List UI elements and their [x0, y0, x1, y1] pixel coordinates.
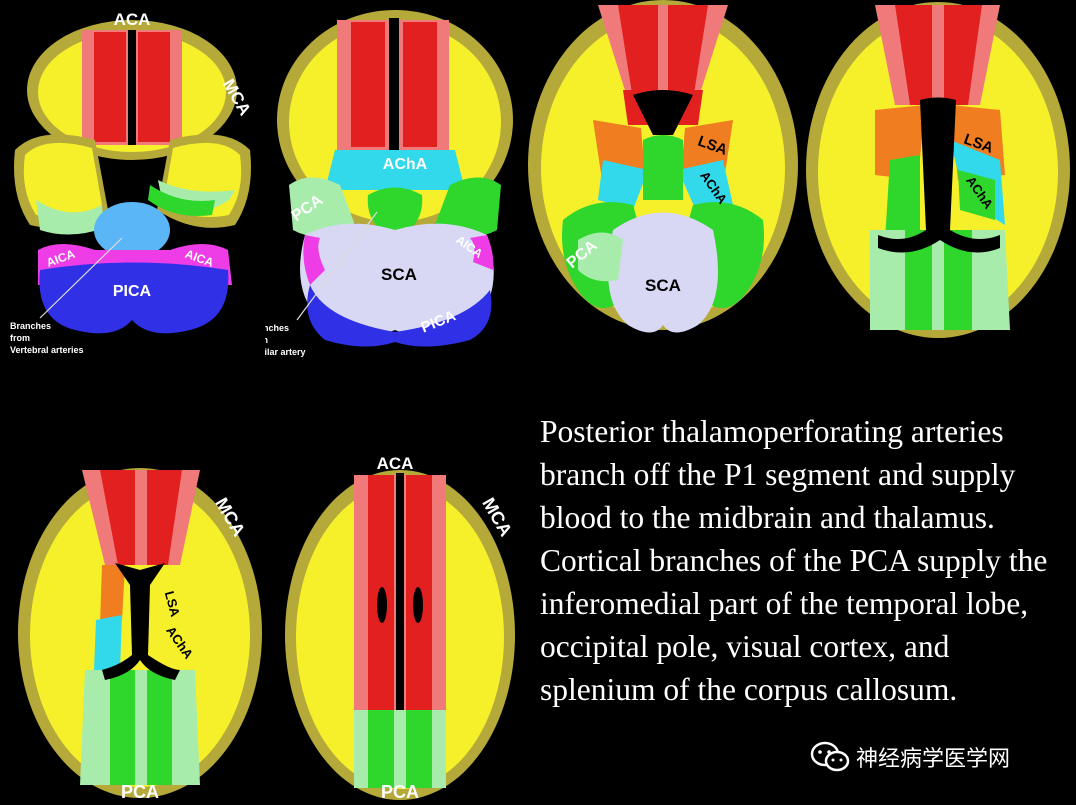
- axial-slice-thalamus-level: LSA AChA: [800, 0, 1076, 350]
- label-lsa: LSA: [162, 589, 183, 619]
- note-line-2: from: [10, 333, 30, 343]
- label-pca: PCA: [381, 782, 419, 802]
- label-aca: ACA: [114, 10, 151, 29]
- label-sca: SCA: [381, 265, 417, 284]
- label-acha: AChA: [383, 156, 428, 173]
- note-line-2: from: [265, 335, 268, 345]
- pointer-line: [39, 237, 123, 319]
- axial-slice-midbrain-level: LSA AChA PCA SCA: [523, 0, 800, 350]
- label-pca: PCA: [121, 782, 159, 802]
- wechat-icon: [810, 741, 850, 772]
- note-line-1: Branches: [10, 321, 51, 331]
- caption-paragraph-1: Posterior thalamoperforating arteries br…: [540, 414, 1016, 535]
- note-line-3: Vertebral arteries: [10, 345, 84, 355]
- axial-slice-vertebral-level: ACA MCA AICA AICA PICA Branches from Ver…: [0, 0, 265, 365]
- axial-slice-ventricle-level: MCA LSA AChA PCA: [10, 455, 280, 805]
- label-pica: PICA: [113, 283, 152, 300]
- watermark-text: 神经病学医学网: [856, 747, 1011, 772]
- note-line-3: Basilar artery: [265, 347, 306, 357]
- label-sca: SCA: [645, 276, 681, 295]
- watermark: 神经病学医学网: [810, 737, 1010, 777]
- pointer-line: [296, 211, 378, 321]
- label-aca: ACA: [377, 455, 414, 473]
- caption: Posterior thalamoperforating arteries br…: [540, 410, 1070, 711]
- axial-slice-basilar-level: AChA PCA AICA SCA PICA Branches from Bas…: [265, 0, 523, 365]
- note-line-1: Branches: [265, 323, 289, 333]
- axial-slice-upper-level: ACA MCA PCA: [282, 455, 520, 805]
- caption-paragraph-2: Cortical branches of the PCA supply the …: [540, 543, 1048, 707]
